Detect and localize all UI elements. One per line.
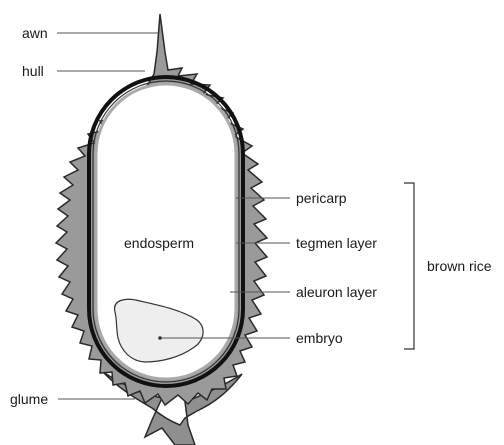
awn-label: awn — [22, 25, 48, 41]
tegmen-label: tegmen layer — [296, 235, 377, 251]
embryo-leader-dot — [158, 336, 162, 340]
embryo-label: embryo — [296, 330, 343, 346]
brown-rice-label: brown rice — [427, 258, 492, 274]
brown-rice-bracket — [404, 183, 414, 349]
endosperm-label: endosperm — [124, 235, 194, 251]
aleuron-label: aleuron layer — [296, 284, 377, 300]
pericarp-label: pericarp — [296, 190, 347, 206]
glume-label: glume — [10, 391, 48, 407]
hull-label: hull — [22, 63, 44, 79]
